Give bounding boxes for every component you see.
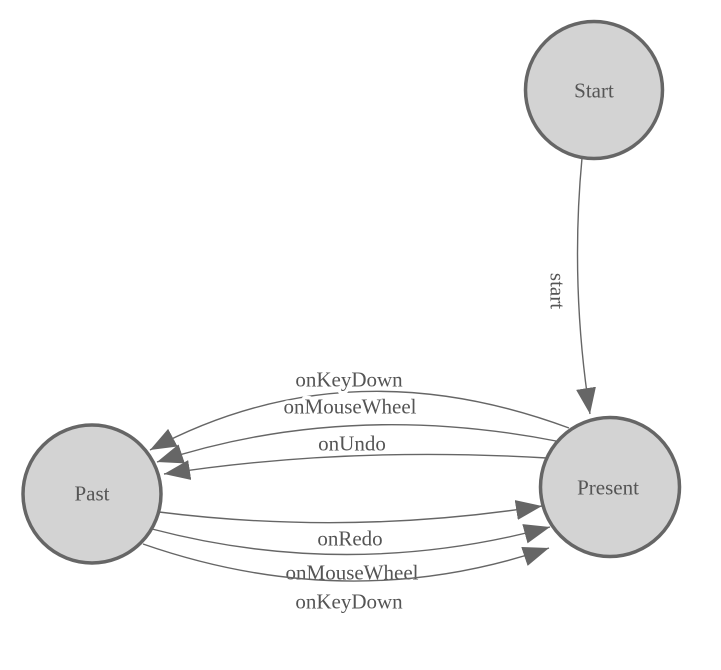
transition-present-to-past-undo[interactable]: onUndo <box>163 428 548 480</box>
state-node-present[interactable]: Present <box>538 415 682 559</box>
state-node-past[interactable]: Past <box>21 423 163 565</box>
state-label-past: Past <box>74 481 109 505</box>
transition-present-to-past-mousewheel[interactable]: onMouseWheel <box>156 391 557 464</box>
transition-past-to-present-keydown[interactable]: onKeyDown <box>142 543 550 617</box>
transition-label-mousewheel-upper: onMouseWheel <box>284 394 417 418</box>
transition-path-keydown-lower[interactable] <box>142 543 550 582</box>
state-label-start: Start <box>574 78 614 102</box>
state-circle-present[interactable] <box>538 415 682 559</box>
transition-path-mousewheel-upper[interactable] <box>156 424 557 464</box>
transition-label-keydown-upper: onKeyDown <box>295 367 403 391</box>
state-circle-start[interactable] <box>523 19 665 161</box>
transition-label-undo: onUndo <box>318 431 386 455</box>
transition-path-redo[interactable] <box>158 500 543 524</box>
transition-past-to-present-mousewheel[interactable]: onMouseWheel <box>151 524 551 588</box>
state-label-present: Present <box>577 475 639 499</box>
transition-label-start: start <box>546 273 570 309</box>
transition-label-keydown-lower: onKeyDown <box>295 589 403 613</box>
transition-start-to-present[interactable]: start <box>542 157 596 415</box>
transition-path-mousewheel-lower[interactable] <box>151 524 551 556</box>
state-circle-past[interactable] <box>21 423 163 565</box>
transition-path-start[interactable] <box>576 157 596 415</box>
transition-path-undo[interactable] <box>163 453 548 480</box>
state-node-start[interactable]: Start <box>523 19 665 161</box>
transition-past-to-present-redo[interactable]: onRedo <box>158 500 543 554</box>
transition-label-redo: onRedo <box>317 526 382 550</box>
transition-path-keydown-upper[interactable] <box>149 390 570 451</box>
transition-present-to-past-keydown[interactable]: onKeyDown <box>149 364 570 451</box>
